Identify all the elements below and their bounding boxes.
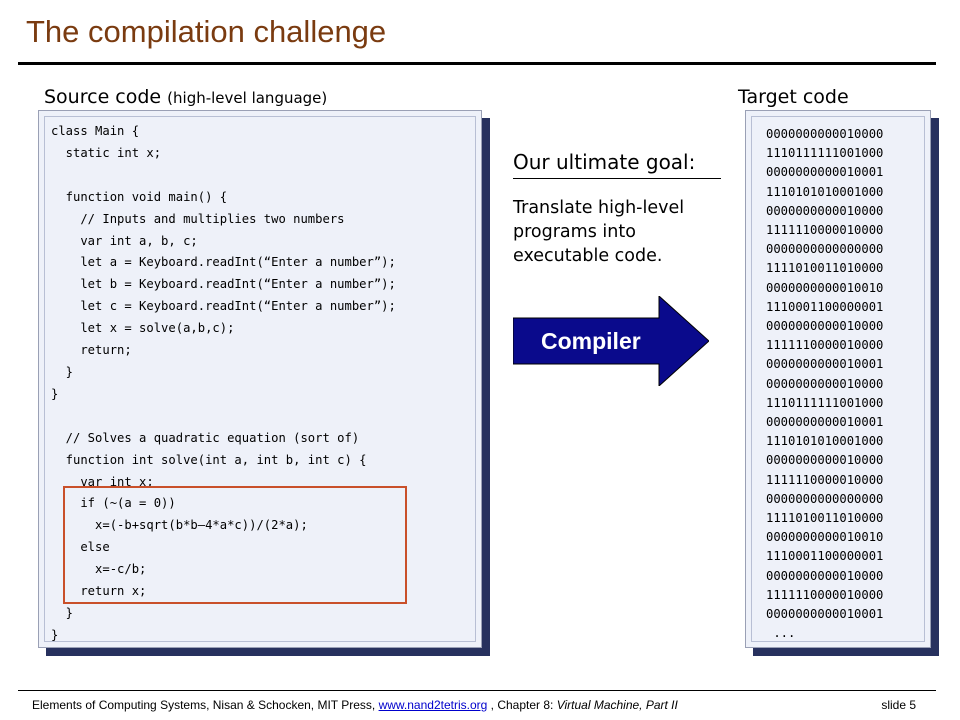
target-code-line: 0000000000010000 [766, 203, 884, 218]
source-code-listing: class Main { static int x; function void… [51, 121, 396, 647]
target-code-line: 1111110000010000 [766, 338, 884, 353]
target-code-line: 1110111111001000 [766, 395, 884, 410]
target-code-line: 0000000000010001 [766, 415, 884, 430]
source-code-line: let b = Keyboard.readInt(“Enter a number… [51, 277, 396, 292]
target-code-line: 1110101010001000 [766, 434, 884, 449]
compiler-arrow: Compiler [513, 296, 709, 386]
source-code-line: function void main() { [51, 189, 228, 204]
source-code-line: } [51, 627, 59, 642]
target-code-line: 1111010011010000 [766, 511, 884, 526]
target-code-panel: 0000000000010000 1110111111001000 000000… [745, 110, 931, 648]
target-code-line: 0000000000010001 [766, 607, 884, 622]
slide-title: The compilation challenge [26, 14, 387, 49]
slide-number: slide 5 [881, 698, 916, 712]
source-code-line: class Main { [51, 124, 140, 138]
target-code-line: 1110001100000001 [766, 299, 884, 314]
goal-underline [513, 178, 721, 179]
source-code-line: } [51, 605, 74, 620]
target-code-line: 0000000000000000 [766, 491, 884, 506]
target-code-line: 1110001100000001 [766, 549, 884, 564]
title-divider [18, 62, 936, 65]
target-code-line: 0000000000010000 [766, 376, 884, 391]
target-code-line: 1110111111001000 [766, 146, 884, 161]
target-code-line: 1111110000010000 [766, 223, 884, 238]
footer-chapter-title: Virtual Machine, Part II [556, 698, 678, 712]
target-code-line: 1111110000010000 [766, 472, 884, 487]
footer-middle: , Chapter 8: [487, 698, 557, 712]
source-code-line: static int x; [51, 145, 162, 160]
source-code-label-note: (high-level language) [167, 89, 328, 107]
target-code-line: 0000000000010000 [766, 453, 884, 468]
source-code-line: x=(-b+sqrt(b*b–4*a*c))/(2*a); [51, 518, 308, 533]
target-code-line: 0000000000000000 [766, 242, 884, 257]
target-code-line: 1110101010001000 [766, 184, 884, 199]
target-code-line: ... [766, 626, 796, 641]
highlight-box [63, 486, 407, 604]
source-code-line: let c = Keyboard.readInt(“Enter a number… [51, 299, 396, 314]
source-code-line: function int solve(int a, int b, int c) … [51, 452, 367, 467]
target-code-listing: 0000000000010000 1110111111001000 000000… [766, 125, 883, 643]
goal-text: Translate high-level programs into execu… [513, 198, 685, 266]
footer-divider [18, 690, 936, 691]
source-code-line: // Solves a quadratic equation (sort of) [51, 430, 360, 445]
target-code-line: 0000000000010000 [766, 127, 884, 141]
compiler-arrow-shape [513, 296, 709, 386]
source-code-line: // Inputs and multiplies two numbers [51, 211, 345, 226]
source-code-line [51, 168, 58, 182]
compiler-label: Compiler [541, 328, 641, 354]
source-code-line: else [51, 540, 110, 555]
source-code-line: let x = solve(a,b,c); [51, 321, 235, 336]
target-code-line: 0000000000010010 [766, 530, 884, 545]
footer-prefix: Elements of Computing Systems, Nisan & S… [32, 698, 379, 712]
target-code-line: 0000000000010010 [766, 280, 884, 295]
source-code-line: return x; [51, 584, 147, 599]
target-code-label: Target code [738, 86, 849, 108]
footer: Elements of Computing Systems, Nisan & S… [32, 698, 678, 712]
target-code-line: 0000000000010000 [766, 319, 884, 334]
source-code-label: Source code (high-level language) [44, 86, 327, 108]
target-code-line: 1111010011010000 [766, 261, 884, 276]
source-code-line: var int a, b, c; [51, 233, 198, 248]
source-code-line: return; [51, 343, 132, 358]
target-code-line: 1111110000010000 [766, 587, 884, 602]
source-code-line: var int x; [51, 474, 154, 489]
source-code-label-main: Source code [44, 86, 162, 108]
source-code-line: let a = Keyboard.readInt(“Enter a number… [51, 255, 396, 270]
source-code-line: if (~(a = 0)) [51, 496, 176, 511]
source-code-line: } [51, 386, 59, 401]
source-code-line: } [51, 364, 74, 379]
goal-heading: Our ultimate goal: [513, 150, 696, 174]
source-code-line [51, 409, 58, 423]
target-code-line: 0000000000010000 [766, 568, 884, 583]
target-code-line: 0000000000010001 [766, 165, 884, 180]
source-code-line: x=-c/b; [51, 562, 147, 577]
target-code-line: 0000000000010001 [766, 357, 884, 372]
footer-link[interactable]: www.nand2tetris.org [378, 698, 488, 712]
source-code-panel: class Main { static int x; function void… [38, 110, 482, 648]
